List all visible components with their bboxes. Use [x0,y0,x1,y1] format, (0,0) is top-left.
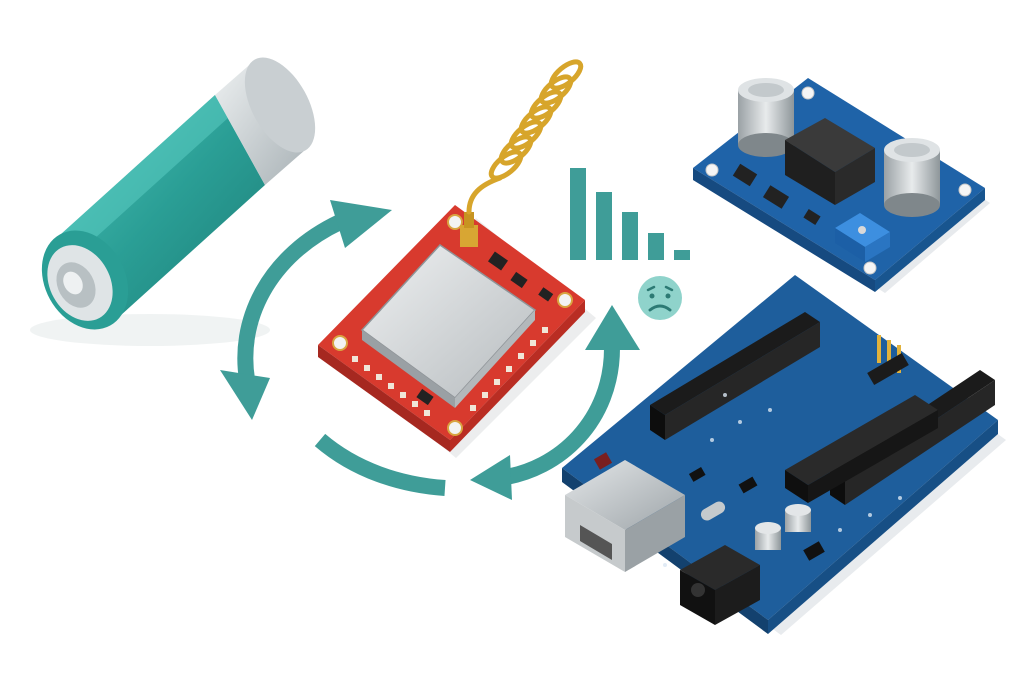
microcontroller-chip [785,395,938,503]
signal-bar-1 [570,168,586,260]
microcontroller-board-icon [562,275,1006,635]
arrowhead-top [330,200,392,248]
signal-bar-4 [648,233,664,260]
board-capacitors [755,504,811,550]
signal-bars-icon [570,168,690,260]
cycle-arrows-icon [237,214,620,496]
arrowhead-left [220,370,270,420]
signal-bar-5 [674,250,690,260]
cycle-arrow-right [498,347,620,486]
capacitor-right [884,138,940,217]
gsm-module-icon [318,205,596,458]
signal-bar-2 [596,192,612,260]
arrowhead-right [585,305,640,350]
header-row-top [650,312,820,440]
capacitor-left [738,78,794,157]
cycle-arrow-top-left [237,214,344,387]
sad-face-icon [638,276,682,320]
antenna-icon [466,59,584,215]
arrowhead-bottom [470,455,512,500]
cycle-arrowheads [220,200,640,500]
battery-icon [30,57,316,346]
cycle-arrow-bottom [314,433,446,496]
inductor [785,118,875,205]
potentiometer-icon [835,213,890,262]
usb-port-icon [565,460,685,572]
signal-bar-3 [622,212,638,260]
voltage-regulator-icon [693,78,990,293]
power-jack-icon [680,545,760,625]
